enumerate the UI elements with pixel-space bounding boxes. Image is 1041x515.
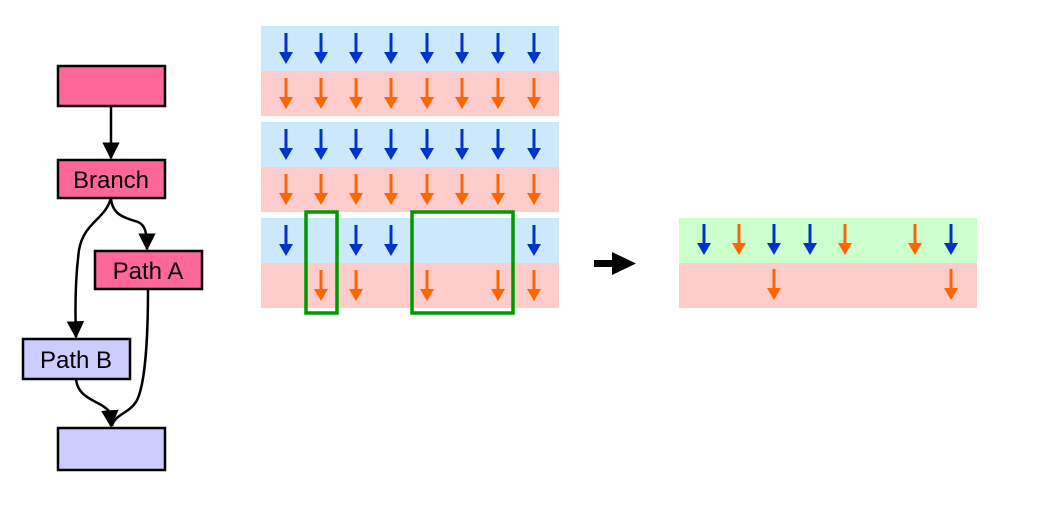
blue-thread-arrow [279, 33, 293, 64]
blue-thread-arrow [455, 129, 469, 160]
orange-thread-arrow [767, 269, 781, 300]
blue-thread-arrow [803, 224, 817, 255]
orange-thread-arrow [491, 270, 505, 301]
blue-lane [261, 218, 559, 263]
orange-thread-arrow [384, 78, 398, 109]
blue-thread-arrow [349, 129, 363, 160]
blue-thread-arrow [491, 129, 505, 160]
orange-thread-arrow [279, 174, 293, 205]
flow-node-path-a-label: Path A [113, 258, 184, 285]
blue-thread-arrow [697, 224, 711, 255]
flow-node-top [56, 64, 167, 108]
highlight-box-wide [410, 210, 515, 315]
blue-thread-arrow [527, 129, 541, 160]
orange-thread-arrow [455, 78, 469, 109]
orange-thread-arrow [314, 270, 328, 301]
orange-thread-arrow [420, 174, 434, 205]
blue-thread-arrow [314, 33, 328, 64]
orange-thread-arrow [838, 224, 852, 255]
blue-thread-arrow [314, 129, 328, 160]
orange-thread-arrow [279, 78, 293, 109]
orange-thread-arrow [527, 78, 541, 109]
orange-thread-arrow [349, 78, 363, 109]
blue-thread-arrow [455, 33, 469, 64]
right-arrow-icon [594, 252, 636, 275]
orange-thread-arrow [527, 174, 541, 205]
pink-lane [679, 263, 977, 308]
orange-thread-arrow [314, 174, 328, 205]
edge-path-a-to-bottom [110, 288, 150, 427]
green-lane [679, 218, 977, 263]
orange-thread-arrow [349, 174, 363, 205]
warp-lanes [261, 26, 559, 308]
blue-lane [261, 26, 559, 71]
blue-thread-arrow [384, 33, 398, 64]
orange-thread-arrow [420, 78, 434, 109]
blue-lane [261, 122, 559, 167]
orange-thread-arrow [491, 78, 505, 109]
pink-lane [261, 167, 559, 212]
edge-path-b-to-bottom [74, 378, 119, 428]
blue-thread-arrow [279, 225, 293, 256]
blue-thread-arrow [491, 33, 505, 64]
orange-thread-arrow [944, 269, 958, 300]
flowchart: Branch Path A Path B [21, 64, 204, 472]
highlight-box-single [304, 210, 339, 315]
orange-thread-arrow [908, 224, 922, 255]
blue-thread-arrow [384, 225, 398, 256]
blue-thread-arrow [527, 225, 541, 256]
orange-thread-arrow [349, 270, 363, 301]
edge-branch-to-path-a [109, 197, 156, 251]
blue-thread-arrow [349, 33, 363, 64]
blue-thread-arrow [944, 224, 958, 255]
blue-thread-arrow [384, 129, 398, 160]
blue-thread-arrow [767, 224, 781, 255]
blue-thread-arrow [527, 33, 541, 64]
pink-lane [261, 71, 559, 116]
orange-thread-arrow [420, 270, 434, 301]
orange-thread-arrow [314, 78, 328, 109]
flow-node-bottom [56, 426, 167, 472]
orange-thread-arrow [527, 270, 541, 301]
orange-thread-arrow [491, 174, 505, 205]
flow-node-path-b-label: Path B [40, 347, 112, 374]
orange-thread-arrow [732, 224, 746, 255]
compacted-lane [679, 218, 977, 308]
orange-thread-arrow [455, 174, 469, 205]
edge-branch-to-path-b [66, 197, 113, 339]
blue-thread-arrow [279, 129, 293, 160]
blue-thread-arrow [420, 33, 434, 64]
flow-node-branch-label: Branch [73, 167, 149, 194]
orange-thread-arrow [384, 174, 398, 205]
blue-thread-arrow [420, 129, 434, 160]
blue-thread-arrow [349, 225, 363, 256]
pink-lane [261, 263, 559, 308]
